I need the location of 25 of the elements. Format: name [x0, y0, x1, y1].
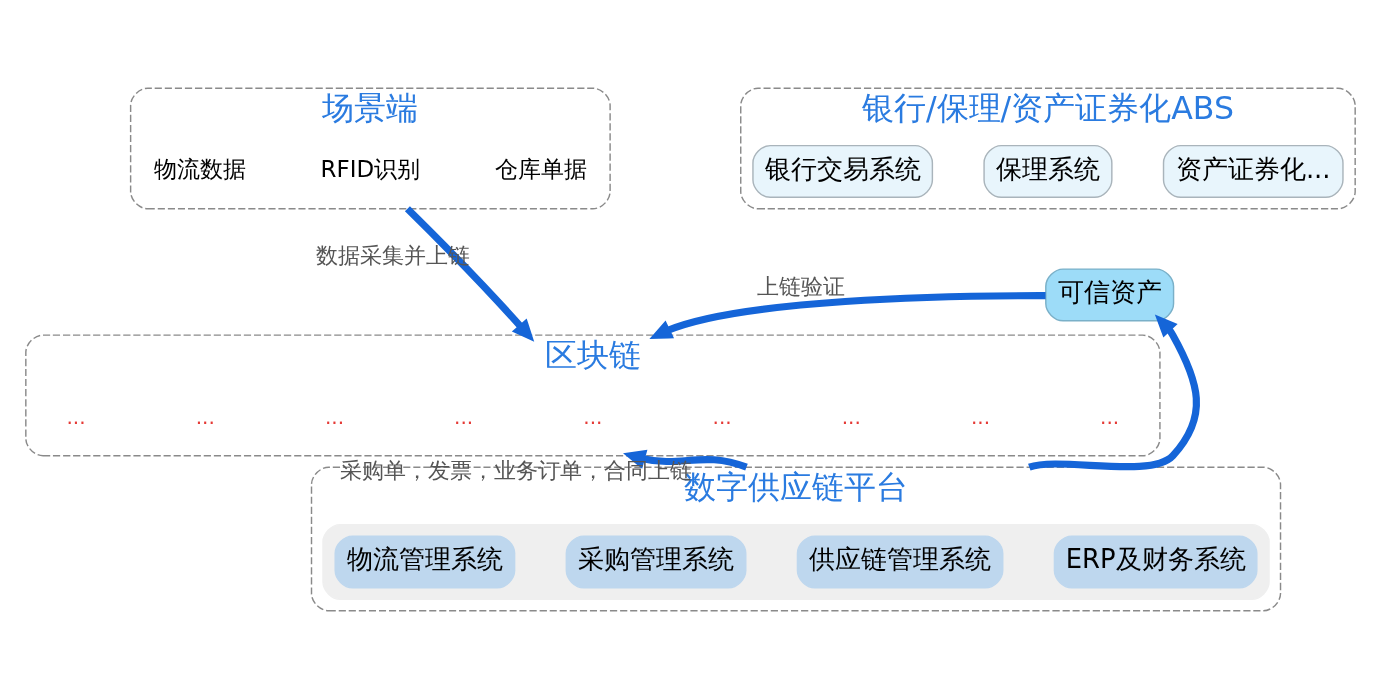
label: ... — [454, 404, 474, 429]
cluster — [322, 523, 1270, 600]
edge-label: 上链验证 — [757, 273, 846, 299]
label: ... — [712, 404, 732, 429]
arrow — [649, 291, 1046, 339]
label: ... — [970, 404, 991, 429]
node-box: 供应链管理系统 — [796, 534, 1004, 588]
arrow — [1028, 313, 1200, 471]
node-box: 可信资产 — [1045, 267, 1175, 321]
label: ... — [324, 404, 345, 429]
node-box: 物流管理系统 — [334, 534, 516, 588]
node-box: 保理系统 — [983, 144, 1113, 198]
label: ... — [195, 404, 215, 429]
label: ... — [1100, 404, 1120, 429]
node-box: ERP及财务系统 — [1053, 534, 1258, 588]
arrow — [404, 205, 535, 342]
label: ... — [66, 404, 86, 429]
label: ... — [841, 404, 861, 429]
node-text: 物流数据 — [153, 155, 246, 182]
node-box: 银行交易系统 — [752, 144, 934, 198]
node-box: 采购管理系统 — [565, 534, 747, 588]
label: ... — [583, 404, 603, 429]
node-text: RFID识别 — [320, 155, 421, 182]
node-text: 仓库单据 — [495, 155, 588, 182]
node-box: 资产证券化... — [1162, 144, 1344, 198]
